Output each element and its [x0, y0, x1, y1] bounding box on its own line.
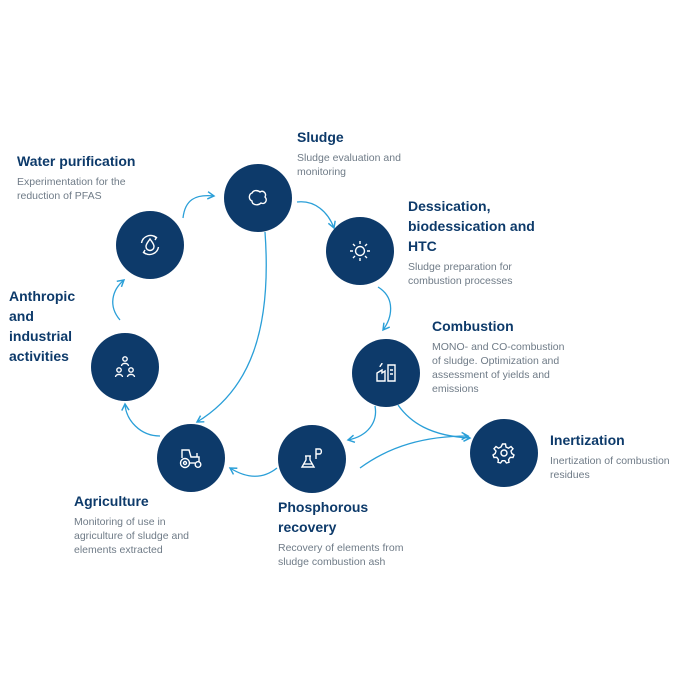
- node-sludge: [224, 164, 292, 232]
- node-title: Anthropic and industrial activities: [9, 288, 76, 364]
- label-water: Water purification Experimentation for t…: [17, 151, 177, 203]
- node-anthropic: [91, 333, 159, 401]
- label-dessication: Dessication, biodessication and HTC Slud…: [408, 196, 558, 288]
- water-cycle-icon: [140, 234, 160, 256]
- node-description: Inertization of combustion residues: [550, 455, 670, 481]
- arrow-combustion-to-inertization: [397, 404, 472, 442]
- node-description: Experimentation for the reduction of PFA…: [17, 176, 126, 202]
- label-sludge: Sludge Sludge evaluation and monitoring: [297, 127, 437, 179]
- node-inertization: [470, 419, 538, 487]
- factory-icon: [376, 362, 396, 382]
- label-combustion: Combustion MONO- and CO-combustion of sl…: [432, 316, 572, 396]
- arrow-water-to-sludge: [182, 191, 216, 219]
- node-title: Dessication, biodessication and HTC: [408, 198, 535, 254]
- node-title: Agriculture: [74, 493, 149, 509]
- arrow-sludge-to-dessication: [296, 201, 336, 230]
- node-phosphorous: [278, 425, 346, 493]
- label-phosphorous: Phosphorous recovery Recovery of element…: [278, 497, 428, 569]
- node-description: Recovery of elements from sludge combust…: [278, 542, 404, 568]
- sun-icon: [350, 241, 370, 261]
- arrow-anthropic-to-water: [112, 279, 126, 321]
- node-agriculture: [157, 424, 225, 492]
- node-description: Sludge evaluation and monitoring: [297, 152, 401, 178]
- label-agriculture: Agriculture Monitoring of use in agricul…: [74, 491, 214, 557]
- node-title: Water purification: [17, 153, 136, 169]
- arrow-phosphorous-to-inertization: [359, 431, 470, 469]
- node-title: Phosphorous recovery: [278, 499, 369, 535]
- label-inertization: Inertization Inertization of combustion …: [550, 430, 682, 482]
- arrow-agriculture-to-anthropic: [121, 402, 161, 437]
- arrow-phosphorous-to-agriculture: [228, 467, 278, 477]
- node-title: Sludge: [297, 129, 344, 145]
- arrow-sludge-to-agriculture: [195, 231, 267, 423]
- node-dessication: [326, 217, 394, 285]
- node-description: MONO- and CO-combustion of sludge. Optim…: [432, 341, 565, 395]
- node-description: Monitoring of use in agriculture of slud…: [74, 516, 189, 556]
- node-combustion: [352, 339, 420, 407]
- node-description: Sludge preparation for combustion proces…: [408, 261, 513, 287]
- flask-phosphorus-icon: [300, 448, 323, 468]
- arrow-combustion-to-phosphorous: [346, 405, 377, 444]
- node-title: Combustion: [432, 318, 514, 334]
- label-anthropic: Anthropic and industrial activities: [9, 286, 89, 366]
- sludge-blob-icon: [248, 189, 267, 206]
- people-network-icon: [114, 356, 136, 378]
- arrow-dessication-to-combustion: [377, 286, 392, 332]
- node-title: Inertization: [550, 432, 625, 448]
- gear-icon: [492, 443, 515, 464]
- node-water: [116, 211, 184, 279]
- tractor-icon: [179, 449, 202, 469]
